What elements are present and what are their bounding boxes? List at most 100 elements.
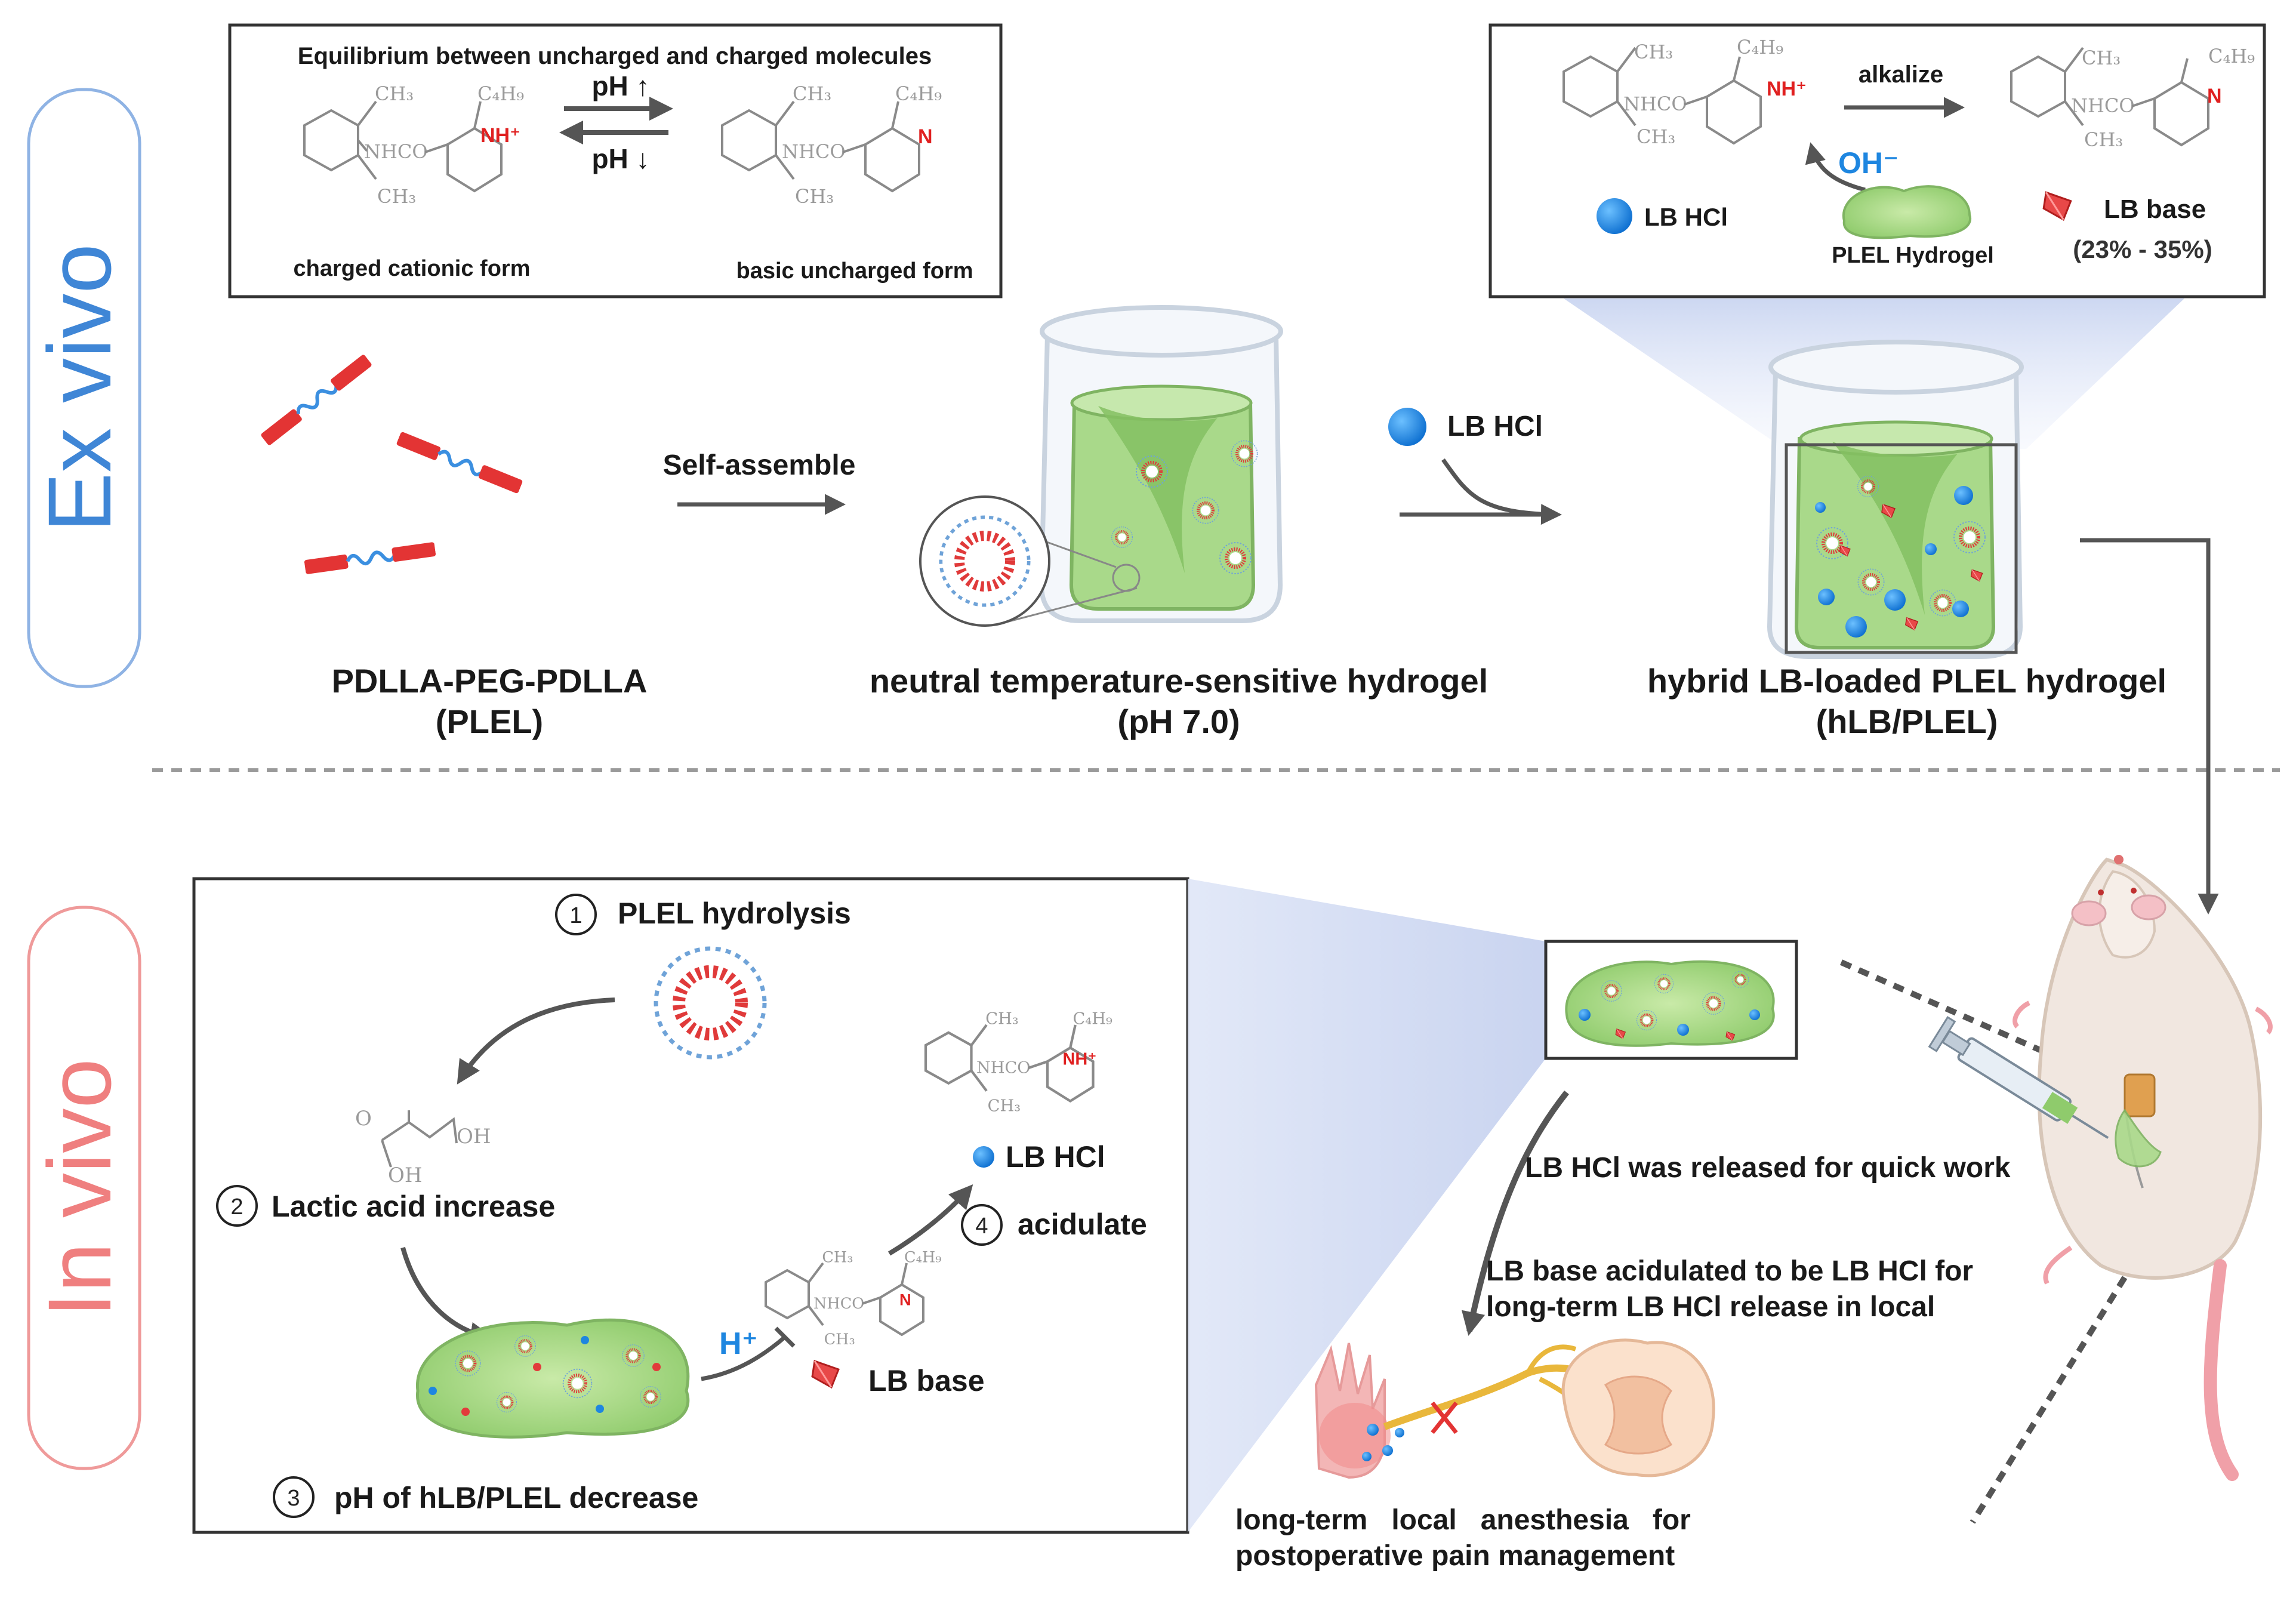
lb-cation-structure: CH₃ CH₃ NHCO C₄H₉ NH⁺ <box>303 82 524 208</box>
svg-text:NHCO: NHCO <box>782 140 846 163</box>
in-vivo-badge: In vivo <box>27 906 141 1470</box>
long-term-text-line2: long-term LB HCl release in local <box>1486 1291 1935 1323</box>
lb-base-range: (23% - 35%) <box>2073 235 2212 263</box>
syringe-icon <box>1928 1016 2109 1139</box>
polymer-abbr: (PLEL) <box>436 703 543 740</box>
in-vivo-mechanism-box: 1 PLEL hydrolysis O OH OH 2 Lactic acid … <box>192 877 1189 1534</box>
svg-text:CH₃: CH₃ <box>824 1331 855 1348</box>
step3-label: pH of hLB/PLEL decrease <box>334 1481 698 1514</box>
svg-text:CH₃: CH₃ <box>377 185 416 208</box>
lb-base-structure-alkalized: CH₃ CH₃ NHCO C₄H₉ N <box>2010 45 2255 151</box>
svg-text:CH₃: CH₃ <box>795 185 834 208</box>
svg-text:CH₃: CH₃ <box>1634 41 1673 63</box>
hydrogel-beaker <box>975 305 1283 625</box>
rat-illustration <box>2013 855 2273 1481</box>
lb-base-structure: CH₃ CH₃ NHCO C₄H₉ N <box>721 82 942 208</box>
plel-polymer-chains <box>260 354 523 574</box>
lb-hcl-structure: CH₃ CH₃ NHCO C₄H₉ NH⁺ <box>1562 36 1807 148</box>
svg-text:C₄H₉: C₄H₉ <box>477 82 524 105</box>
hybrid-hydrogel-name: hybrid LB-loaded PLEL hydrogel <box>1647 662 2166 700</box>
hydrogel-ph: (pH 7.0) <box>1117 703 1240 740</box>
lb-base-structure-invivo: CH₃ CH₃ NHCO C₄H₉ N <box>765 1248 941 1348</box>
step2-number: 2 <box>230 1194 243 1220</box>
lb-hcl-add-icon <box>1388 408 1426 446</box>
to-injection-arrow <box>2080 538 2219 915</box>
anesthesia-text-line2: postoperative pain management <box>1235 1540 1675 1572</box>
cationic-form-caption: charged cationic form <box>294 256 531 281</box>
ph-down-label: pH ↓ <box>591 143 649 174</box>
svg-text:OH: OH <box>457 1125 491 1149</box>
step4-number: 4 <box>975 1214 988 1239</box>
h-plus-label: H⁺ <box>719 1326 758 1361</box>
lb-hcl-legend-icon <box>1597 198 1632 234</box>
alkalize-label: alkalize <box>1859 61 1943 88</box>
micelle-magnified <box>919 495 1050 627</box>
svg-text:CH₃: CH₃ <box>1637 125 1675 148</box>
lactic-acid-structure: O OH OH <box>355 1107 491 1187</box>
step2-label: Lactic acid increase <box>272 1190 555 1223</box>
lb-base-legend-label: LB base <box>2104 195 2206 224</box>
svg-text:N: N <box>2207 85 2222 107</box>
svg-text:C₄H₉: C₄H₉ <box>1073 1009 1112 1028</box>
plel-hydrogel-caption: PLEL Hydrogel <box>1832 243 1994 268</box>
in-vivo-label: In vivo <box>29 1058 130 1317</box>
lb-base-label-invivo: LB base <box>868 1364 985 1397</box>
zoom-beam-in-vivo <box>1188 879 1546 1532</box>
svg-text:C₄H₉: C₄H₉ <box>1737 36 1783 59</box>
ex-vivo-badge: Ex vivo <box>27 88 141 688</box>
svg-text:NH⁺: NH⁺ <box>480 124 520 147</box>
svg-text:C₄H₉: C₄H₉ <box>2208 45 2255 67</box>
svg-text:CH₃: CH₃ <box>2084 128 2123 151</box>
lb-hcl-legend-label: LB HCl <box>1644 203 1728 231</box>
step3-number: 3 <box>287 1486 300 1511</box>
lb-hcl-add-label: LB HCl <box>1447 411 1543 442</box>
svg-text:OH: OH <box>388 1163 423 1187</box>
hybrid-hydrogel-abbr: (hLB/PLEL) <box>1816 703 1998 740</box>
svg-text:NHCO: NHCO <box>2071 94 2135 117</box>
svg-text:N: N <box>918 125 933 148</box>
hybrid-hydrogel-beaker <box>1767 340 2024 659</box>
svg-text:N: N <box>899 1290 911 1308</box>
implanted-gel-thumbnail <box>1544 940 1798 1060</box>
alkalize-box: CH₃ CH₃ NHCO C₄H₉ NH⁺ alkalize CH₃ CH₃ N… <box>1488 23 2266 298</box>
svg-text:CH₃: CH₃ <box>2082 47 2121 69</box>
svg-text:CH₃: CH₃ <box>375 82 414 105</box>
lb-hcl-add-arrow <box>1441 458 1562 525</box>
lb-hcl-structure-invivo: CH₃ CH₃ NHCO C₄H₉ NH⁺ <box>924 1009 1112 1116</box>
svg-text:NHCO: NHCO <box>364 140 428 163</box>
quick-release-text: LB HCl was released for quick work <box>1525 1152 2011 1184</box>
svg-text:NH⁺: NH⁺ <box>1767 78 1807 100</box>
ph-up-label: pH ↑ <box>591 70 649 101</box>
lb-hcl-label-invivo: LB HCl <box>1006 1140 1105 1174</box>
hlb-plel-gel-blob <box>416 1318 690 1439</box>
ex-vivo-label: Ex vivo <box>29 244 130 532</box>
svg-text:NH⁺: NH⁺ <box>1063 1049 1097 1069</box>
step1-number: 1 <box>569 903 582 928</box>
plel-hydrogel-icon <box>1842 185 1972 239</box>
lb-hcl-dot-invivo <box>973 1146 994 1168</box>
svg-text:O: O <box>355 1107 372 1131</box>
self-assemble-label: Self-assemble <box>663 449 856 481</box>
svg-text:C₄H₉: C₄H₉ <box>895 82 942 105</box>
hydrogel-name: neutral temperature-sensitive hydrogel <box>870 662 1488 700</box>
step1-label: PLEL hydrolysis <box>618 897 851 930</box>
equilibrium-box: Equilibrium between uncharged and charge… <box>228 23 1003 298</box>
svg-text:CH₃: CH₃ <box>988 1097 1021 1116</box>
anesthesia-text-line1: long-term local anesthesia for <box>1235 1504 1691 1536</box>
svg-text:C₄H₉: C₄H₉ <box>904 1248 941 1266</box>
polymer-name: PDLLA-PEG-PDLLA <box>332 662 648 700</box>
svg-text:NHCO: NHCO <box>1623 93 1687 115</box>
svg-text:CH₃: CH₃ <box>793 82 831 105</box>
svg-text:CH₃: CH₃ <box>822 1248 853 1266</box>
svg-text:NHCO: NHCO <box>813 1295 864 1313</box>
uncharged-form-caption: basic uncharged form <box>736 258 973 284</box>
equilibrium-title: Equilibrium between uncharged and charge… <box>298 43 932 69</box>
svg-text:NHCO: NHCO <box>976 1059 1031 1077</box>
svg-text:CH₃: CH₃ <box>985 1009 1018 1028</box>
nerve-block-illustration <box>1314 1338 1715 1479</box>
long-term-text-line1: LB base acidulated to be LB HCl for <box>1486 1255 1973 1287</box>
oh-minus-label: OH⁻ <box>1838 146 1899 180</box>
step4-label: acidulate <box>1018 1208 1147 1241</box>
